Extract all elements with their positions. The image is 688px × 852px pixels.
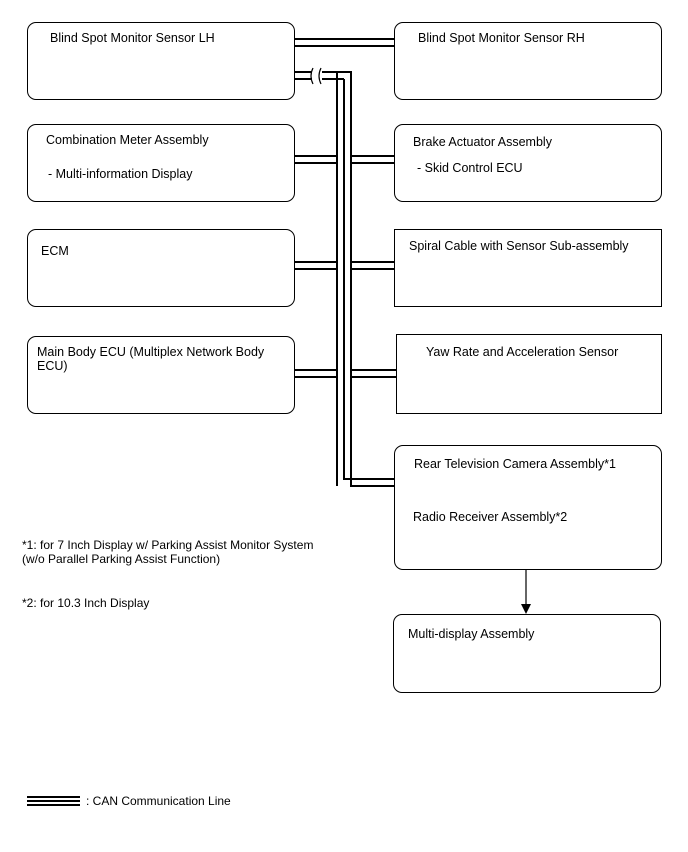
can-bus-lines [294,38,397,487]
footnote-2: *2: for 10.3 Inch Display [22,596,150,610]
rear-tv-camera-label: Rear Television Camera Assembly*1 [414,457,616,471]
footnote-1-line-2: (w/o Parallel Parking Assist Function) [22,552,221,566]
brake-actuator-box [394,124,662,202]
spiral-cable-box [394,229,662,307]
rear-tv-radio-box [394,445,662,570]
legend-label: : CAN Communication Line [86,794,231,808]
multi-display-label: Multi-display Assembly [408,627,535,641]
radio-receiver-label: Radio Receiver Assembly*2 [413,510,568,524]
signal-arrow [521,570,531,614]
multi-display-box [393,614,661,693]
brake-actuator-sub-label: - Skid Control ECU [417,161,523,175]
brake-actuator-label: Brake Actuator Assembly [413,135,552,149]
combo-meter-sub-label: - Multi-information Display [48,167,193,181]
ecm-box [27,229,295,307]
bsm-lh-label: Blind Spot Monitor Sensor LH [50,31,215,45]
legend-line-sample [27,796,80,806]
combo-meter-box [27,124,295,202]
main-body-ecu-box [27,336,295,414]
line-break-symbol [310,67,322,85]
ecm-label: ECM [41,244,69,258]
bsm-rh-box [394,22,662,100]
spiral-cable-label: Spiral Cable with Sensor Sub-assembly [409,239,629,253]
yaw-rate-label: Yaw Rate and Acceleration Sensor [426,345,619,359]
bsm-rh-label: Blind Spot Monitor Sensor RH [418,31,585,45]
bsm-lh-box [27,22,295,100]
footnote-1-line-1: *1: for 7 Inch Display w/ Parking Assist… [22,538,314,552]
combo-meter-label: Combination Meter Assembly [46,133,209,147]
yaw-rate-box [396,334,662,414]
main-body-ecu-label: Main Body ECU (Multiplex Network Body EC… [37,345,265,373]
